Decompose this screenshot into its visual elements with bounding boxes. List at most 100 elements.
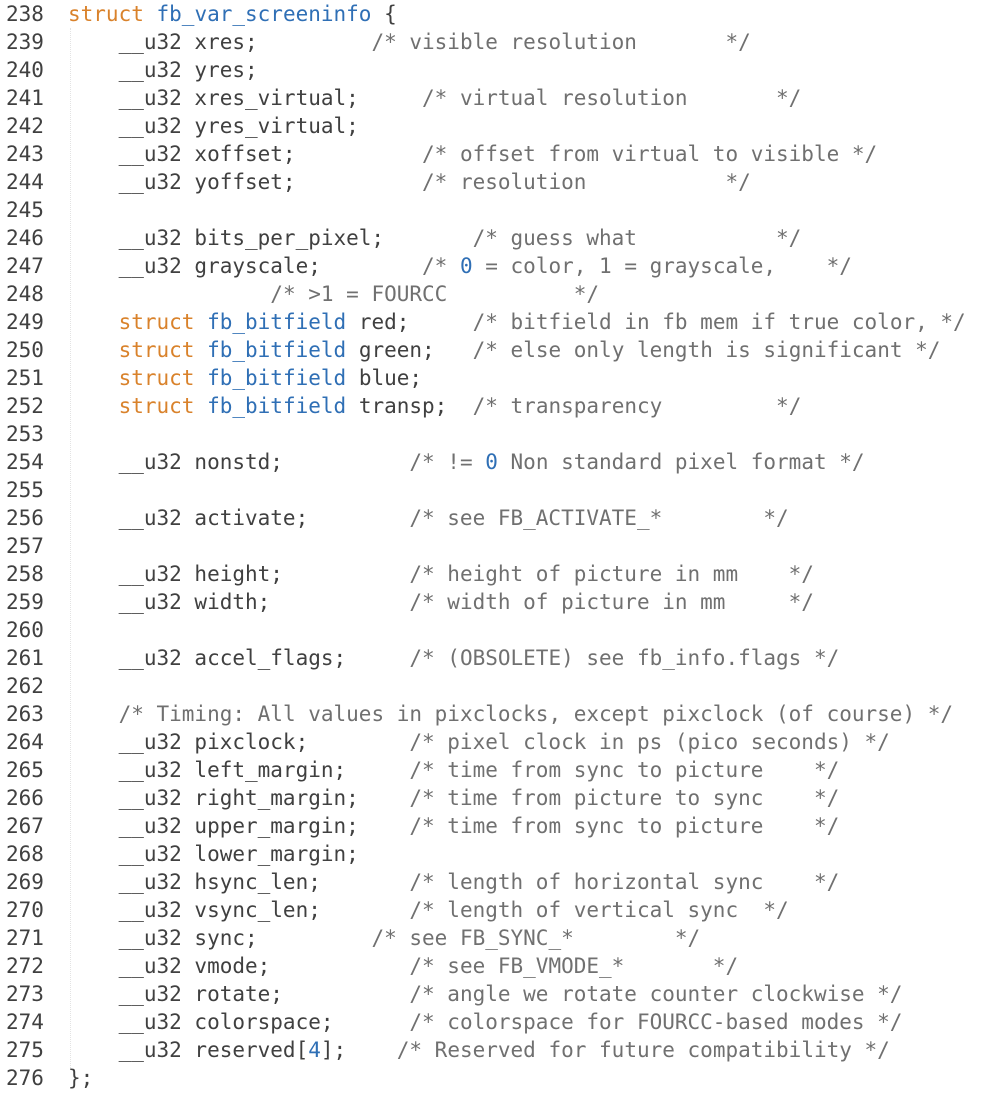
code-text[interactable]: struct fb_bitfield transp; /* transparen… (56, 392, 802, 420)
code-line[interactable]: 263 /* Timing: All values in pixclocks, … (0, 700, 966, 728)
code-text[interactable] (56, 532, 68, 560)
code-line[interactable]: 261 __u32 accel_flags; /* (OBSOLETE) see… (0, 644, 966, 672)
code-line[interactable]: 245 (0, 196, 966, 224)
code-line[interactable]: 266 __u32 right_margin; /* time from pic… (0, 784, 966, 812)
code-text[interactable]: struct fb_var_screeninfo { (56, 0, 397, 28)
code-line[interactable]: 265 __u32 left_margin; /* time from sync… (0, 756, 966, 784)
code-line[interactable]: 251 struct fb_bitfield blue; (0, 364, 966, 392)
code-line[interactable]: 273 __u32 rotate; /* angle we rotate cou… (0, 980, 966, 1008)
code-token: blue; (346, 366, 423, 390)
code-line[interactable]: 256 __u32 activate; /* see FB_ACTIVATE_*… (0, 504, 966, 532)
code-token: __u32 sync; (68, 926, 258, 950)
code-token: __u32 grayscale; (68, 254, 321, 278)
code-token: green; (346, 338, 435, 362)
code-token: __u32 yres; (68, 58, 258, 82)
code-text[interactable] (56, 672, 68, 700)
code-text[interactable]: __u32 xoffset; /* offset from virtual to… (56, 140, 878, 168)
code-line[interactable]: 242 __u32 yres_virtual; (0, 112, 966, 140)
code-line[interactable]: 264 __u32 pixclock; /* pixel clock in ps… (0, 728, 966, 756)
code-text[interactable]: struct fb_bitfield red; /* bitfield in f… (56, 308, 966, 336)
code-text[interactable]: __u32 accel_flags; /* (OBSOLETE) see fb_… (56, 644, 840, 672)
code-text[interactable]: __u32 lower_margin; (56, 840, 359, 868)
number-token: 0 (485, 450, 498, 474)
code-line[interactable]: 259 __u32 width; /* width of picture in … (0, 588, 966, 616)
code-text[interactable]: /* Timing: All values in pixclocks, exce… (56, 700, 953, 728)
code-line[interactable]: 239 __u32 xres; /* visible resolution */ (0, 28, 966, 56)
code-text[interactable] (56, 420, 68, 448)
code-line[interactable]: 250 struct fb_bitfield green; /* else on… (0, 336, 966, 364)
code-text[interactable] (56, 616, 68, 644)
code-line[interactable]: 253 (0, 420, 966, 448)
code-text[interactable]: __u32 right_margin; /* time from picture… (56, 784, 840, 812)
code-text[interactable] (56, 196, 68, 224)
code-text[interactable]: __u32 nonstd; /* != 0 Non standard pixel… (56, 448, 865, 476)
code-line[interactable]: 271 __u32 sync; /* see FB_SYNC_* */ (0, 924, 966, 952)
code-line[interactable]: 241 __u32 xres_virtual; /* virtual resol… (0, 84, 966, 112)
code-text[interactable]: __u32 xres_virtual; /* virtual resolutio… (56, 84, 802, 112)
number-token: 4 (308, 1038, 321, 1062)
code-line[interactable]: 254 __u32 nonstd; /* != 0 Non standard p… (0, 448, 966, 476)
code-line[interactable]: 267 __u32 upper_margin; /* time from syn… (0, 812, 966, 840)
code-text[interactable]: __u32 height; /* height of picture in mm… (56, 560, 814, 588)
line-number: 256 (6, 506, 44, 530)
code-token (194, 394, 207, 418)
code-line[interactable]: 262 (0, 672, 966, 700)
code-line[interactable]: 275 __u32 reserved[4]; /* Reserved for f… (0, 1036, 966, 1064)
code-line[interactable]: 249 struct fb_bitfield red; /* bitfield … (0, 308, 966, 336)
line-number: 262 (6, 674, 44, 698)
code-line[interactable]: 260 (0, 616, 966, 644)
code-text[interactable]: __u32 yoffset; /* resolution */ (56, 168, 751, 196)
code-text[interactable]: __u32 vsync_len; /* length of vertical s… (56, 896, 789, 924)
line-number: 247 (6, 254, 44, 278)
comment-token: Non standard pixel format */ (497, 450, 865, 474)
code-token: __u32 vsync_len; (68, 898, 321, 922)
code-line[interactable]: 272 __u32 vmode; /* see FB_VMODE_* */ (0, 952, 966, 980)
code-text[interactable]: __u32 pixclock; /* pixel clock in ps (pi… (56, 728, 890, 756)
code-text[interactable]: __u32 colorspace; /* colorspace for FOUR… (56, 1008, 903, 1036)
code-line[interactable]: 252 struct fb_bitfield transp; /* transp… (0, 392, 966, 420)
line-number: 272 (6, 954, 44, 978)
code-line[interactable]: 258 __u32 height; /* height of picture i… (0, 560, 966, 588)
code-text[interactable]: __u32 vmode; /* see FB_VMODE_* */ (56, 952, 739, 980)
line-number: 276 (6, 1066, 44, 1090)
line-number: 252 (6, 394, 44, 418)
code-text[interactable]: }; (56, 1064, 93, 1092)
code-text[interactable]: struct fb_bitfield blue; (56, 364, 422, 392)
code-text[interactable]: __u32 rotate; /* angle we rotate counter… (56, 980, 903, 1008)
line-number: 266 (6, 786, 44, 810)
code-line[interactable]: 276}; (0, 1064, 966, 1092)
code-line[interactable]: 243 __u32 xoffset; /* offset from virtua… (0, 140, 966, 168)
code-text[interactable]: __u32 bits_per_pixel; /* guess what */ (56, 224, 802, 252)
code-text[interactable]: __u32 yres; (56, 56, 258, 84)
code-text[interactable]: struct fb_bitfield green; /* else only l… (56, 336, 941, 364)
code-text[interactable]: __u32 reserved[4]; /* Reserved for futur… (56, 1036, 890, 1064)
code-text[interactable]: __u32 width; /* width of picture in mm *… (56, 588, 814, 616)
code-line[interactable]: 274 __u32 colorspace; /* colorspace for … (0, 1008, 966, 1036)
code-line[interactable]: 240 __u32 yres; (0, 56, 966, 84)
code-text[interactable]: __u32 hsync_len; /* length of horizontal… (56, 868, 840, 896)
code-text[interactable]: __u32 grayscale; /* 0 = color, 1 = grays… (56, 252, 852, 280)
code-line[interactable]: 270 __u32 vsync_len; /* length of vertic… (0, 896, 966, 924)
code-line[interactable]: 255 (0, 476, 966, 504)
line-number: 239 (6, 30, 44, 54)
code-line[interactable]: 268 __u32 lower_margin; (0, 840, 966, 868)
code-token (194, 366, 207, 390)
code-line[interactable]: 257 (0, 532, 966, 560)
code-line[interactable]: 246 __u32 bits_per_pixel; /* guess what … (0, 224, 966, 252)
code-text[interactable] (56, 476, 68, 504)
code-text[interactable]: __u32 left_margin; /* time from sync to … (56, 756, 840, 784)
keyword-token: struct (118, 394, 195, 418)
code-line[interactable]: 247 __u32 grayscale; /* 0 = color, 1 = g… (0, 252, 966, 280)
code-text[interactable]: __u32 upper_margin; /* time from sync to… (56, 812, 840, 840)
code-text[interactable]: /* >1 = FOURCC */ (56, 280, 599, 308)
code-text[interactable]: __u32 xres; /* visible resolution */ (56, 28, 751, 56)
code-text[interactable]: __u32 sync; /* see FB_SYNC_* */ (56, 924, 701, 952)
code-text[interactable]: __u32 yres_virtual; (56, 112, 359, 140)
code-line[interactable]: 269 __u32 hsync_len; /* length of horizo… (0, 868, 966, 896)
code-line[interactable]: 244 __u32 yoffset; /* resolution */ (0, 168, 966, 196)
code-text[interactable]: __u32 activate; /* see FB_ACTIVATE_* */ (56, 504, 789, 532)
code-line[interactable]: 248 /* >1 = FOURCC */ (0, 280, 966, 308)
